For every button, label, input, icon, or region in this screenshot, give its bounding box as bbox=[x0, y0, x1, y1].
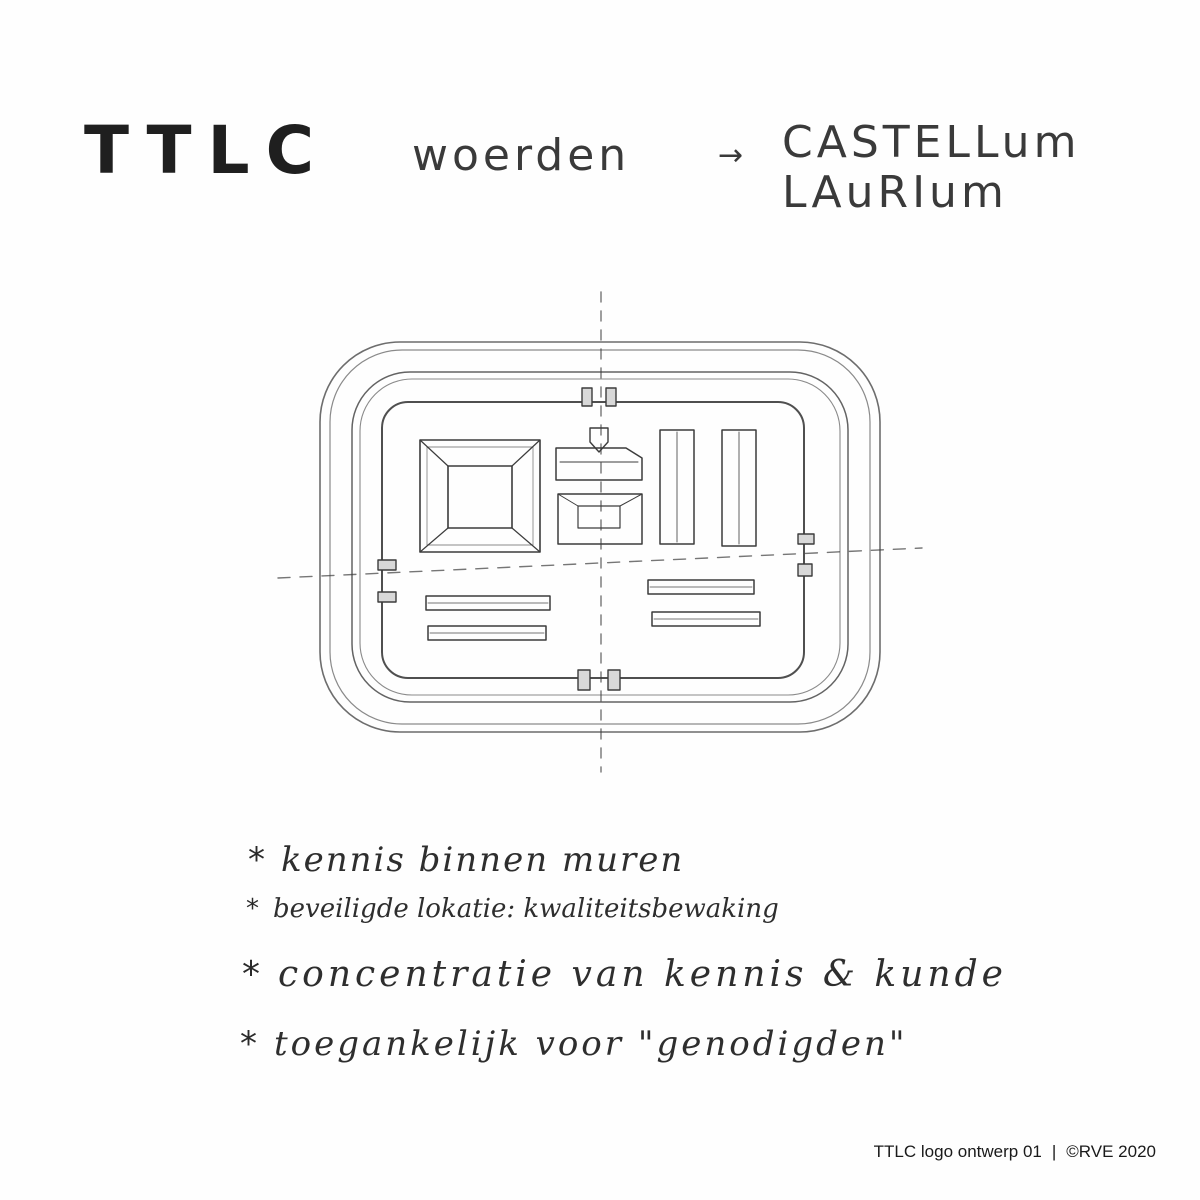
notes-list: * kennis binnen muren * beveiligde lokat… bbox=[238, 840, 1007, 1084]
list-item: * concentratie van kennis & kunde bbox=[242, 954, 1007, 1024]
gate-tower bbox=[577, 669, 591, 691]
central-building-hip bbox=[557, 493, 579, 507]
central-building-notch bbox=[577, 505, 621, 529]
central-building-hip bbox=[619, 493, 643, 507]
barrack-block-tall bbox=[721, 429, 757, 547]
bullet-star-icon: * bbox=[242, 954, 264, 995]
caption-copyright: ©RVE 2020 bbox=[1066, 1142, 1156, 1161]
barrack-block-tall bbox=[659, 429, 695, 545]
note-text: toegankelijk voor "genodigden" bbox=[274, 1024, 908, 1064]
bullet-star-icon: * bbox=[240, 1024, 260, 1064]
courtyard-inner bbox=[447, 465, 513, 529]
courtyard-hip bbox=[511, 527, 541, 553]
gate-tower bbox=[377, 591, 397, 603]
title-castellum-laurium: CASTELLum LAuRIum bbox=[782, 118, 1080, 218]
title-ttlc: TTLC bbox=[84, 112, 331, 189]
title-latin-line-1: CASTELLum bbox=[782, 117, 1081, 168]
barrack-block-long bbox=[425, 595, 551, 611]
castellum-sketch bbox=[277, 291, 923, 773]
list-item: * toegankelijk voor "genodigden" bbox=[240, 1024, 1007, 1084]
caption: TTLC logo ontwerp 01 | ©RVE 2020 bbox=[874, 1142, 1156, 1162]
barrack-block-long bbox=[647, 579, 755, 595]
central-building-roof bbox=[555, 447, 643, 481]
middle-ditch-ring-2 bbox=[359, 378, 841, 696]
list-item: * beveiligde lokatie: kwaliteitsbewaking bbox=[246, 894, 1007, 954]
gate-tower bbox=[607, 669, 621, 691]
note-text: beveiligde lokatie: kwaliteitsbewaking bbox=[273, 894, 779, 924]
title-latin-line-2: LAuRIum bbox=[782, 167, 1008, 218]
arrow-icon: → bbox=[718, 138, 744, 173]
courtyard-hip bbox=[419, 439, 449, 467]
note-text: concentratie van kennis & kunde bbox=[278, 954, 1007, 995]
gate-tower bbox=[797, 533, 815, 545]
fort-wall bbox=[381, 401, 805, 679]
courtyard-hip bbox=[511, 439, 541, 467]
central-building-peak bbox=[589, 427, 609, 453]
gate-tower bbox=[581, 387, 593, 407]
east-west-road bbox=[277, 547, 923, 579]
courtyard-building bbox=[419, 439, 541, 553]
gate-tower bbox=[797, 563, 813, 577]
gate-tower bbox=[377, 559, 397, 571]
outer-ditch-ring-2 bbox=[329, 349, 871, 725]
courtyard-frame bbox=[426, 446, 534, 546]
note-text: kennis binnen muren bbox=[281, 840, 685, 880]
barrack-block-long bbox=[651, 611, 761, 627]
bullet-star-icon: * bbox=[248, 840, 267, 880]
outer-ditch-ring bbox=[319, 341, 881, 733]
courtyard-hip bbox=[419, 527, 449, 553]
middle-ditch-ring bbox=[351, 371, 849, 703]
caption-title: TTLC logo ontwerp 01 bbox=[873, 1142, 1042, 1161]
title-woerden: woerden bbox=[412, 130, 631, 181]
central-building-base bbox=[557, 493, 643, 545]
caption-separator: | bbox=[1051, 1142, 1057, 1161]
gate-tower bbox=[605, 387, 617, 407]
list-item: * kennis binnen muren bbox=[248, 840, 1007, 894]
bullet-star-icon: * bbox=[246, 894, 259, 924]
barrack-block-long bbox=[427, 625, 547, 641]
